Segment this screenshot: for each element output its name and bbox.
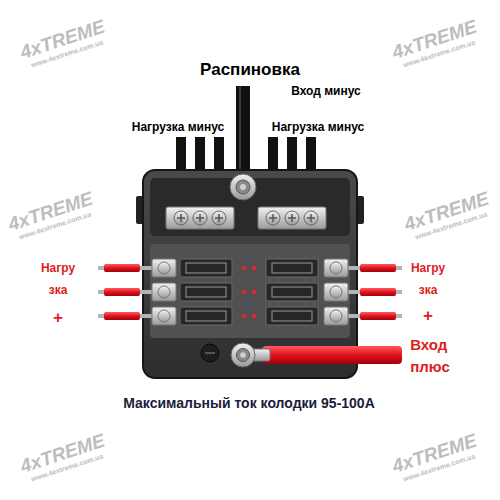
pin-label: Нагру зка	[41, 257, 75, 301]
screw	[174, 211, 188, 225]
pin-label: Вход плюс	[410, 334, 450, 378]
terminal	[324, 259, 348, 277]
pin-label: Нагрузка минус	[272, 120, 365, 134]
bus-screws	[174, 211, 318, 225]
watermark: 4xTREMEwww.4extreme.com.ua	[390, 17, 482, 72]
pin-label: Нагру зка	[411, 257, 445, 301]
wire-highlight	[239, 86, 241, 178]
screw-slot	[272, 214, 274, 222]
watermark: 4xTREMEwww.4extreme.com.ua	[402, 189, 494, 244]
red-sleeve	[360, 312, 396, 320]
led	[252, 290, 257, 295]
ring-terminal	[230, 174, 256, 200]
diagram-title: Распиновка	[200, 60, 300, 80]
fuse-window	[186, 263, 226, 273]
led	[252, 314, 257, 319]
fuse-window	[186, 287, 226, 297]
red-sleeve	[360, 288, 396, 296]
positive-input-cable	[262, 346, 402, 364]
red-sleeve	[104, 264, 140, 272]
terminal	[152, 259, 176, 277]
pin-label: Нагрузка минус	[132, 120, 225, 134]
led	[242, 290, 247, 295]
bus-plate	[258, 207, 326, 229]
screw	[212, 211, 226, 225]
ground-input-wire	[236, 86, 250, 178]
polarity-sign: +	[53, 308, 63, 328]
led	[242, 314, 247, 319]
nut	[236, 180, 250, 194]
screw-slot	[199, 214, 201, 222]
red-sleeve	[360, 264, 396, 272]
red-sleeve	[104, 288, 140, 296]
fuse-window	[272, 263, 312, 273]
screw-slot	[291, 214, 293, 222]
screw	[304, 211, 318, 225]
fuse-panel	[150, 244, 350, 338]
minus-symbol	[201, 344, 219, 362]
screw-slots	[177, 214, 315, 222]
load-plus-wires-left	[98, 264, 154, 320]
nut	[237, 349, 250, 362]
fuse-windows	[186, 263, 312, 321]
terminal	[152, 283, 176, 301]
screw-slot	[218, 214, 220, 222]
watermark: 4xTREMEwww.4extreme.com.ua	[18, 431, 110, 486]
blade-fuse	[266, 259, 318, 277]
screw	[158, 262, 170, 274]
side-terminals	[152, 259, 348, 325]
fuse-window	[272, 311, 312, 321]
screw	[330, 262, 342, 274]
screw-slot	[180, 214, 182, 222]
ground-bus-section	[150, 178, 350, 236]
screw	[285, 211, 299, 225]
ring-terminal	[231, 343, 255, 367]
screw	[266, 211, 280, 225]
stud	[240, 184, 246, 190]
terminal	[324, 307, 348, 325]
screw	[330, 286, 342, 298]
fuses	[180, 259, 318, 325]
bus-plate	[166, 207, 234, 229]
pin-label: Вход минус	[291, 84, 361, 98]
watermark: 4xTREMEwww.4extreme.com.ua	[390, 431, 482, 486]
blade-fuse	[180, 283, 232, 301]
screw-slot	[310, 214, 312, 222]
terminal	[324, 283, 348, 301]
fuse-window	[272, 287, 312, 297]
screw	[330, 310, 342, 322]
red-sleeve	[104, 312, 140, 320]
blade-fuse	[180, 259, 232, 277]
fuse-window	[186, 311, 226, 321]
stud	[240, 352, 246, 358]
blade-fuse	[180, 307, 232, 325]
blade-fuse	[266, 307, 318, 325]
screw	[193, 211, 207, 225]
blade-fuse	[266, 283, 318, 301]
polarity-sign: +	[423, 306, 433, 326]
terminal	[152, 307, 176, 325]
screw	[158, 310, 170, 322]
indicator-leds	[242, 266, 257, 319]
led	[242, 266, 247, 271]
watermark: 4xTREMEwww.4extreme.com.ua	[6, 189, 98, 244]
led	[252, 266, 257, 271]
screw	[158, 286, 170, 298]
minus-sign	[205, 352, 215, 354]
diagram-caption: Максимальный ток колодки 95-100А	[123, 395, 375, 411]
load-plus-wires-right	[346, 264, 402, 320]
watermark: 4xTREMEwww.4extreme.com.ua	[18, 17, 110, 72]
